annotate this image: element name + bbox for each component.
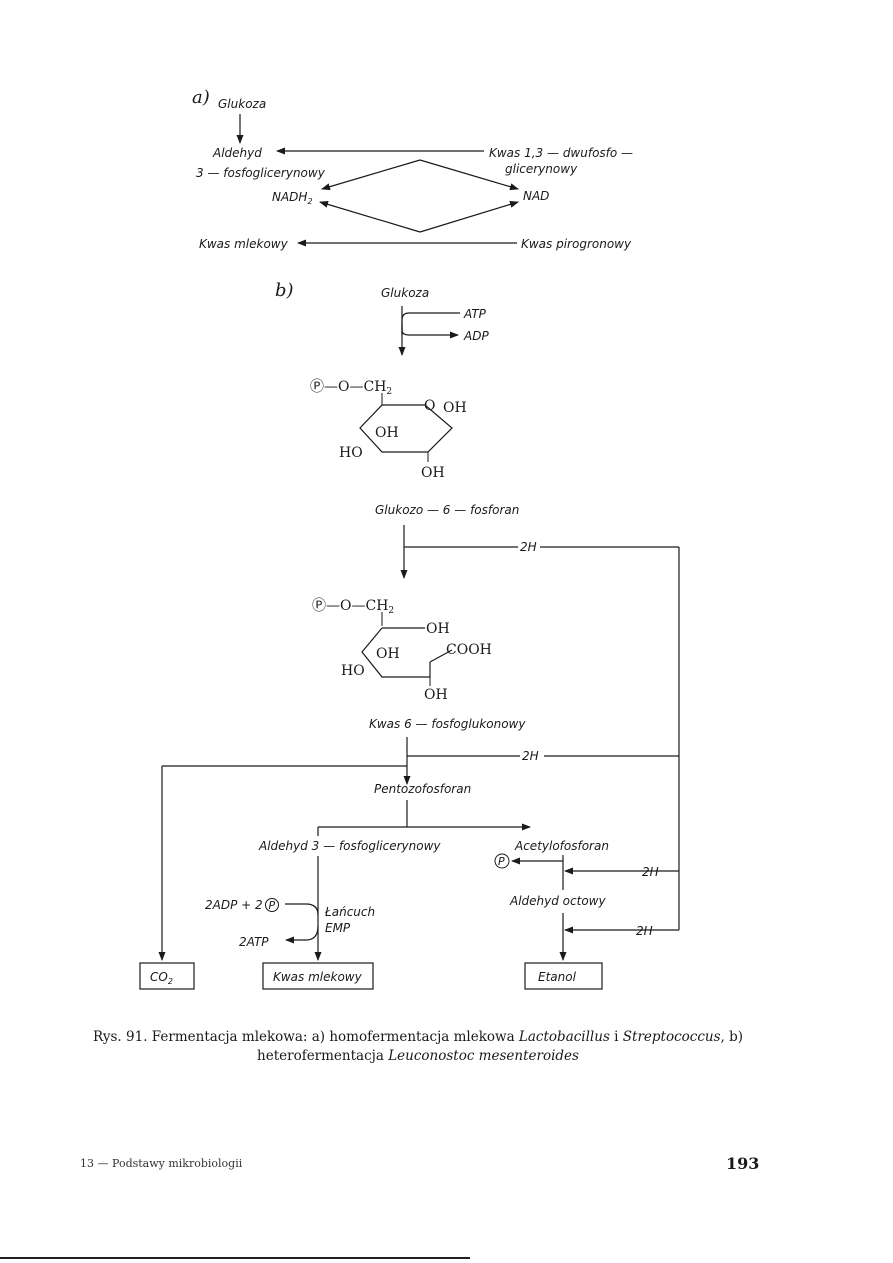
panel-b-box-kwas-mlekowy: Kwas mlekowy <box>273 970 363 984</box>
glucose-6-phosphate-structure: Ⓟ—O—CH2 O OH OH HO OH <box>310 379 467 481</box>
diamond-upper-right <box>419 159 519 191</box>
panel-a: a) Glukoza Aldehyd 3 — fosfoglicerynowy … <box>192 87 633 251</box>
panel-b-co2: CO2 <box>150 970 173 986</box>
panel-b-atp: ATP <box>463 307 487 321</box>
panel-b-2h-fourth: 2H <box>636 924 653 938</box>
gluconate-6-phosphate-structure: Ⓟ—O—CH2 OH OH COOH HO OH <box>312 598 492 703</box>
panel-b-2h-second: 2H <box>522 749 539 763</box>
pyranose-ring <box>359 404 453 453</box>
panel-b: b) Glukoza ATP ADP Ⓟ—O—CH2 O OH OH HO OH… <box>139 280 680 990</box>
scan-edge-line <box>0 1257 470 1259</box>
panel-a-kwas-pirogronowy: Kwas pirogronowy <box>521 237 632 251</box>
arrow-2atp <box>285 925 319 944</box>
svg-text:COOH: COOH <box>446 642 492 658</box>
panel-a-label: a) <box>192 87 210 108</box>
panel-b-2h-first: 2H <box>520 540 537 554</box>
panel-b-adp: ADP <box>463 329 489 343</box>
fermentation-diagram: a) Glukoza Aldehyd 3 — fosfoglicerynowy … <box>139 87 680 990</box>
panel-b-glukoza: Glukoza <box>381 286 429 300</box>
panel-b-2atp: 2ATP <box>239 935 269 949</box>
panel-b-label: b) <box>275 280 294 301</box>
caption-streptococcus: Streptococcus <box>622 1029 721 1045</box>
kwas-mlekowy-box <box>262 962 374 990</box>
panel-a-aldehyd-line1: Aldehyd <box>212 146 262 160</box>
svg-text:P: P <box>269 899 276 912</box>
panel-b-aldehyd-octowy: Aldehyd octowy <box>509 894 606 908</box>
panel-b-box-etanol: Etanol <box>538 970 577 984</box>
panel-a-nad: NAD <box>523 189 549 203</box>
svg-text:O: O <box>424 398 435 414</box>
svg-text:OH: OH <box>421 465 445 481</box>
svg-text:OH: OH <box>376 646 400 662</box>
panel-a-kwas13-line1: Kwas 1,3 — dwufosfo — <box>489 146 633 160</box>
page-number: 193 <box>726 1154 760 1173</box>
svg-text:Ⓟ—O—CH2: Ⓟ—O—CH2 <box>310 379 392 397</box>
caption-leuconostoc: Leuconostoc mesenteroides <box>388 1048 579 1064</box>
svg-text:HO: HO <box>339 445 363 461</box>
panel-a-nadh2: NADH2 <box>272 190 313 206</box>
panel-b-2h-third: 2H <box>642 865 659 879</box>
co2-box <box>139 962 195 990</box>
panel-a-kwas13-line2: glicerynowy <box>505 162 578 176</box>
panel-a-kwas-mlekowy: Kwas mlekowy <box>199 237 289 251</box>
phosphate-circle-icon <box>265 898 279 912</box>
etanol-box <box>524 962 603 990</box>
svg-text:P: P <box>498 855 505 868</box>
svg-text:HO: HO <box>341 663 365 679</box>
figure-caption: Rys. 91. Fermentacja mlekowa: a) homofer… <box>92 1029 744 1064</box>
diamond-lower-left <box>319 200 421 233</box>
phosphate-release-icon <box>494 853 510 869</box>
panel-b-adp-input: 2ADP + 2 <box>205 898 263 912</box>
svg-text:OH: OH <box>426 621 450 637</box>
svg-text:OH: OH <box>424 687 448 703</box>
panel-a-aldehyd-line2: 3 — fosfoglicerynowy <box>196 166 326 180</box>
panel-b-kwas-6-fosfoglukonowy: Kwas 6 — fosfoglukonowy <box>369 717 526 731</box>
caption-lactobacillus: Lactobacillus <box>518 1029 610 1045</box>
panel-b-lancuch-line2: EMP <box>325 921 351 935</box>
footer-book-title: 13 — Podstawy mikrobiologii <box>80 1157 243 1170</box>
svg-text:OH: OH <box>375 425 399 441</box>
panel-b-acetylofosforan: Acetylofosforan <box>514 839 609 853</box>
adp-produced-line <box>401 325 459 339</box>
gluconate-chain <box>361 627 453 678</box>
panel-b-aldehyd-3: Aldehyd 3 — fosfoglicerynowy <box>258 839 441 853</box>
panel-b-pentozofosforan: Pentozofosforan <box>374 782 471 796</box>
diamond-lower-right <box>419 200 519 233</box>
panel-a-glukoza: Glukoza <box>218 97 266 111</box>
atp-consumed-line <box>401 312 460 335</box>
panel-b-lancuch-line1: Łańcuch <box>324 905 375 919</box>
panel-b-glukozo-6-fosforan: Glukozo — 6 — fosforan <box>375 503 519 517</box>
svg-text:OH: OH <box>443 400 467 416</box>
svg-text:Ⓟ—O—CH2: Ⓟ—O—CH2 <box>312 598 394 616</box>
diamond-upper-left <box>321 159 421 191</box>
